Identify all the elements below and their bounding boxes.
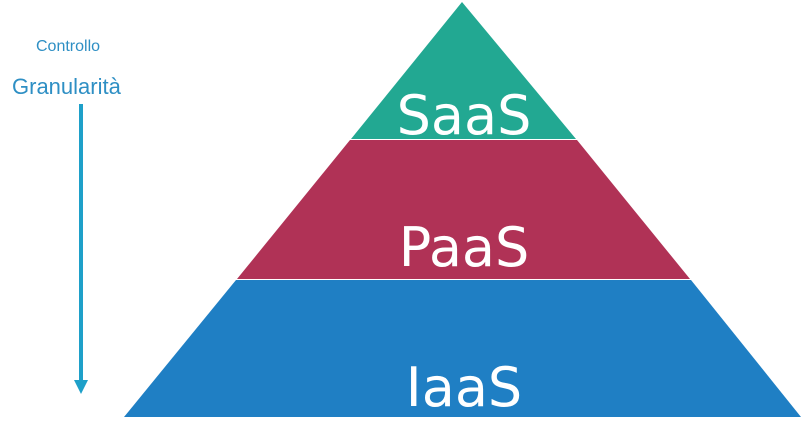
- saas-label: SaaS: [397, 84, 532, 147]
- down-arrow-icon: [74, 104, 88, 394]
- iaas-tier: [124, 280, 801, 417]
- granularity-label: Granularità: [12, 74, 121, 99]
- paas-tier: [237, 140, 690, 279]
- paas-label: PaaS: [399, 216, 530, 279]
- saas-tier: [351, 2, 576, 139]
- iaas-label: IaaS: [406, 356, 522, 419]
- control-label: Controllo: [36, 38, 101, 55]
